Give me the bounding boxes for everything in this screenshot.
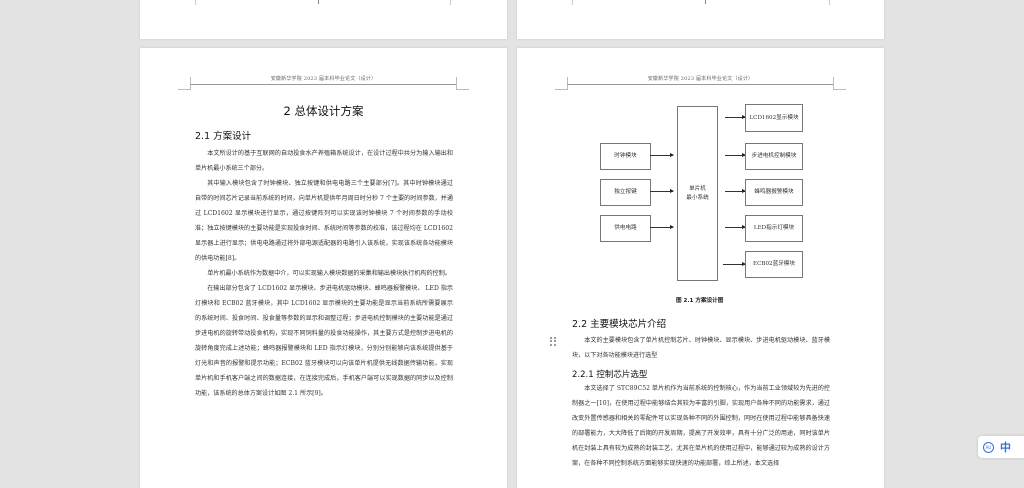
box-label: 供电电路	[614, 225, 637, 231]
section-title: 2.2 主要模块芯片介绍	[572, 319, 667, 330]
paragraph: 本文的主要模块包含了单片机控制芯片、时钟模块、显示模块、步进电机驱动模块、蓝牙模…	[572, 337, 830, 359]
box-label: LED指示灯模块	[753, 225, 795, 231]
ime-language-toggle[interactable]: 中	[1000, 441, 1011, 454]
diagram-arrow	[650, 153, 674, 157]
margin-corner	[833, 77, 846, 90]
body-text: 本文所设计的基于互联网的自动投食水产养殖箱系统设计，在设计过程中共分为输入输出和…	[195, 146, 453, 401]
box-label: 时钟模块	[614, 153, 637, 159]
subsection-title: 2.2.1 控制芯片选型	[572, 370, 648, 380]
drag-handle[interactable]	[550, 337, 556, 346]
previous-page-left	[140, 0, 507, 39]
margin-mark	[829, 0, 830, 5]
box-label: 单片机	[689, 185, 706, 192]
figure-caption: 图 2.1 方案设计图	[676, 298, 724, 304]
section-title: 2.1 方案设计	[195, 131, 252, 142]
ime-logo-icon[interactable]: AU	[983, 441, 994, 453]
diagram-input-box: 独立按键	[600, 179, 651, 206]
diagram-output-box: LED指示灯模块	[745, 215, 803, 242]
margin-mark	[195, 0, 196, 5]
diagram-arrow	[725, 153, 746, 157]
diagram-arrow	[650, 225, 674, 229]
box-label: 步进电机控制模块	[751, 153, 797, 159]
margin-corner	[555, 77, 568, 90]
diagram-output-box: ECB02蓝牙模块	[745, 251, 803, 278]
diagram-arrow	[725, 225, 746, 229]
ime-indicator[interactable]: AU 中	[978, 436, 1024, 458]
page-header: 安徽新华学院 2023 届本科毕业论文（设计）	[270, 76, 377, 82]
diagram-arrow	[725, 115, 746, 119]
diagram-input-box: 时钟模块	[600, 143, 651, 170]
box-label: LCD1602显示模块	[749, 114, 799, 121]
paragraph: 本文选择了 STC89C52 单片机作为当前系统的控制核心，作为当前工业领域较为…	[572, 385, 830, 467]
diagram-arrow	[723, 262, 746, 266]
diagram-output-box: LCD1602显示模块	[745, 104, 803, 132]
margin-corner	[178, 77, 191, 90]
box-label: 独立按键	[614, 189, 637, 195]
body-text: 本文的主要模块包含了单片机控制芯片、时钟模块、显示模块、步进电机驱动模块、蓝牙模…	[572, 333, 830, 363]
paragraph: 单片机最小系统作为数据中介，可以实现输入模块数据的采集和输出模块执行机构的控制。	[207, 270, 451, 277]
paragraph: 其中输入模块包含了时钟模块、独立按键和供电电路三个主要部分[7]。其中时钟模块通…	[195, 180, 453, 262]
box-label: ECB02蓝牙模块	[753, 261, 795, 267]
box-label: 蜂鸣器报警模块	[754, 189, 794, 195]
header-rule	[190, 84, 456, 85]
paragraph: 在输出部分包含了 LCD1602 显示模块、步进电机驱动模块、蜂鸣器报警模块、 …	[195, 285, 453, 397]
chapter-title: 2 总体设计方案	[283, 104, 364, 118]
diagram-input-box: 供电电路	[600, 215, 651, 242]
diagram-output-box: 蜂鸣器报警模块	[745, 179, 803, 206]
margin-mark	[318, 0, 319, 4]
diagram-center-box: 单片机 最小系统	[677, 106, 718, 281]
margin-mark	[450, 0, 451, 5]
box-label: 最小系统	[686, 194, 709, 201]
body-text: 本文选择了 STC89C52 单片机作为当前系统的控制核心，作为当前工业领域较为…	[572, 381, 830, 471]
document-page-left: 安徽新华学院 2023 届本科毕业论文（设计） 2 总体设计方案 2.1 方案设…	[140, 48, 507, 488]
margin-mark	[572, 0, 573, 5]
margin-corner	[456, 77, 469, 90]
margin-mark	[705, 0, 706, 4]
diagram-arrow	[650, 189, 674, 193]
paragraph: 本文所设计的基于互联网的自动投食水产养殖箱系统设计，在设计过程中共分为输入输出和…	[195, 150, 453, 172]
document-page-right: 安徽新华学院 2023 届本科毕业论文（设计） 时钟模块 独立按键 供电电路 单…	[517, 48, 884, 488]
previous-page-right	[517, 0, 884, 39]
diagram-output-box: 步进电机控制模块	[745, 143, 803, 170]
diagram-arrow	[725, 189, 746, 193]
header-rule	[567, 84, 833, 85]
page-header: 安徽新华学院 2023 届本科毕业论文（设计）	[647, 76, 754, 82]
